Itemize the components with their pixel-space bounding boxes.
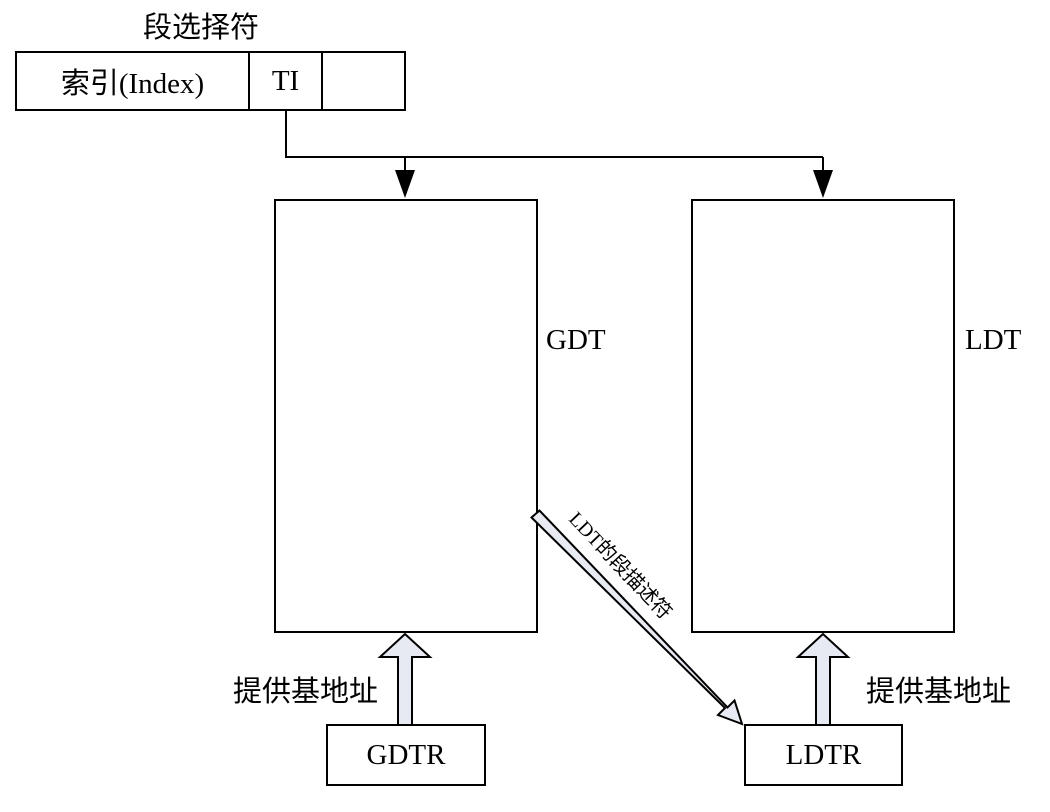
gdtr-base-arrow bbox=[377, 632, 433, 726]
gdtr-box bbox=[326, 724, 486, 786]
gdt-label: GDT bbox=[546, 324, 606, 356]
ldtr-label: LDTR bbox=[785, 738, 862, 771]
selector-index-field: 索引(Index) bbox=[60, 68, 205, 100]
selector-box bbox=[15, 51, 406, 111]
gdt-base-note: 提供基地址 bbox=[233, 676, 379, 708]
gdt-table bbox=[274, 199, 538, 633]
ti-to-ldt-arrowhead bbox=[813, 170, 833, 198]
ldt-base-note: 提供基地址 bbox=[866, 676, 1012, 708]
selector-rpl-field bbox=[323, 53, 404, 109]
selector-ti-field: TI bbox=[271, 64, 300, 97]
ti-connector-line bbox=[285, 110, 823, 158]
ldt-label: LDT bbox=[965, 324, 1022, 356]
ldtr-base-arrow bbox=[795, 632, 851, 726]
ti-to-gdt-arrowhead bbox=[395, 170, 415, 198]
ldt-descriptor-arrow bbox=[530, 509, 744, 726]
ldtr-box bbox=[744, 724, 903, 786]
selector-title: 段选择符 bbox=[143, 12, 260, 44]
ldt-table bbox=[691, 199, 955, 633]
gdtr-label: GDTR bbox=[366, 738, 446, 771]
